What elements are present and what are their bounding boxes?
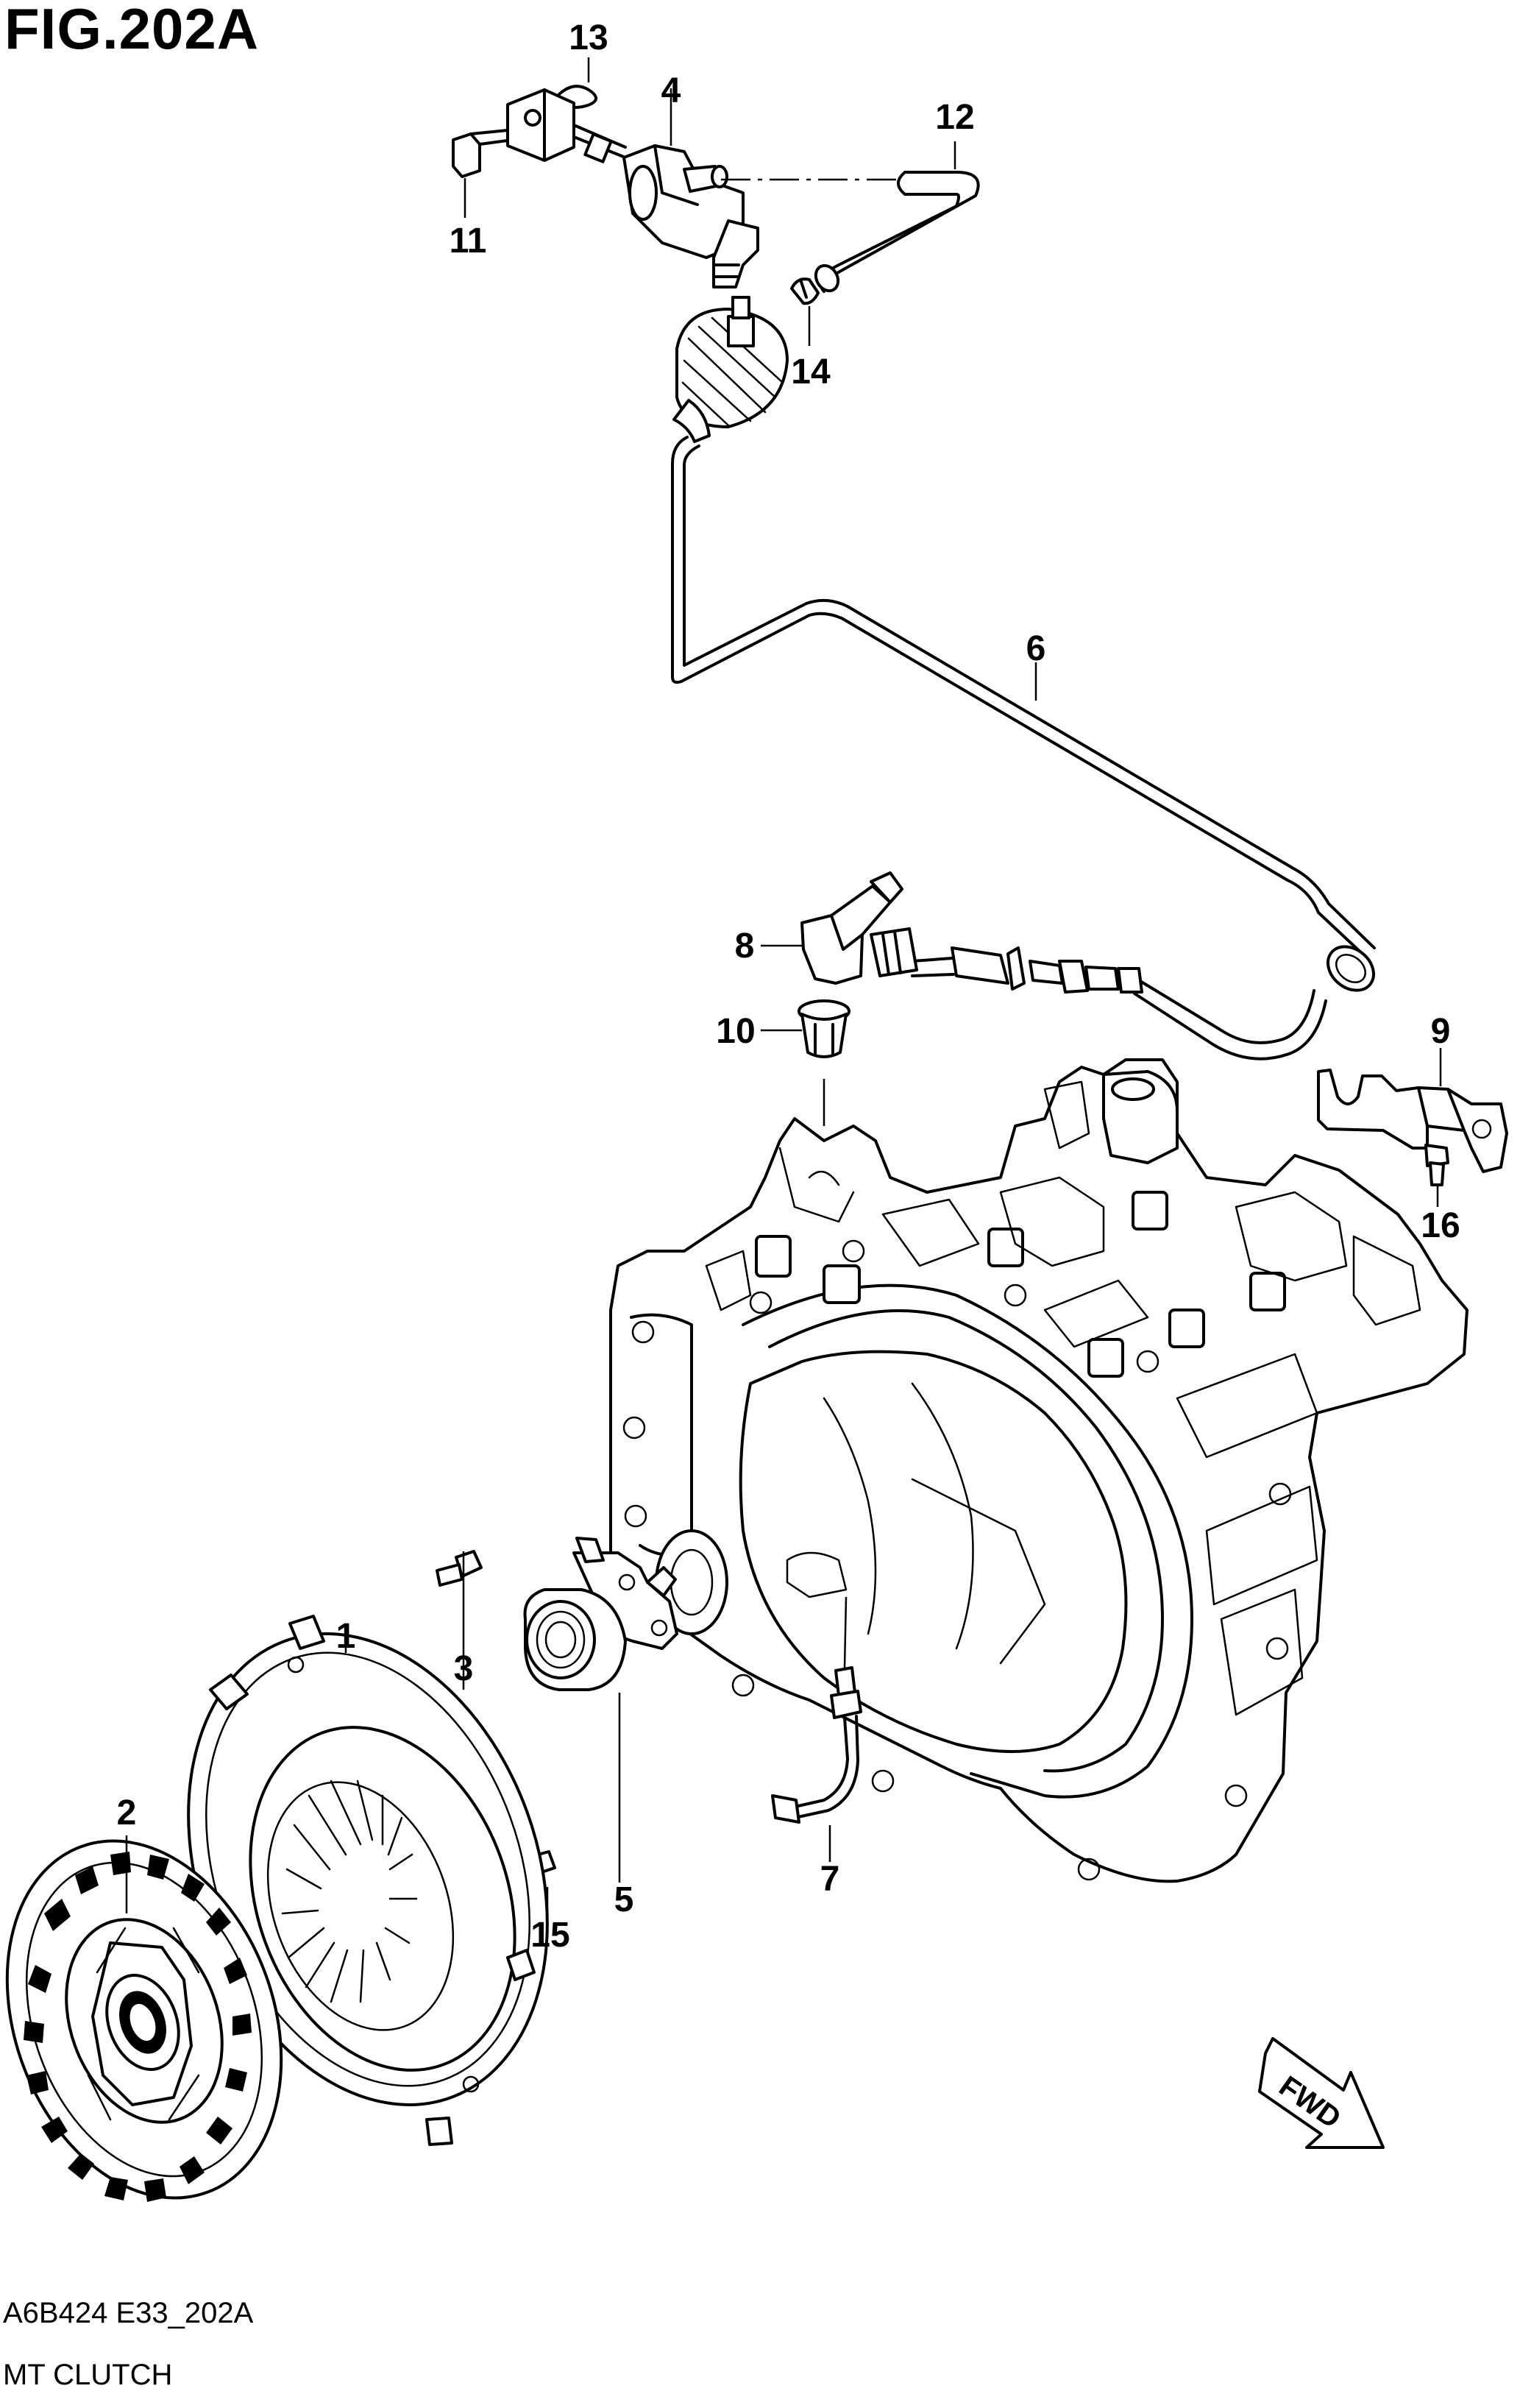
part-14-clamp xyxy=(790,277,820,346)
part-11-pin xyxy=(452,128,525,218)
callout-4: 4 xyxy=(661,71,681,110)
part-8-elbow xyxy=(761,871,918,985)
part-3-bolt xyxy=(436,1550,483,1690)
part-12-hose xyxy=(814,141,980,293)
callout-8: 8 xyxy=(734,927,755,966)
part-9-bracket xyxy=(1317,1048,1508,1173)
callout-16: 16 xyxy=(1421,1206,1460,1245)
callout-11: 11 xyxy=(449,222,487,261)
part-6-clutch-pipe xyxy=(671,436,1376,1060)
figure-name: MT CLUTCH xyxy=(3,2359,173,2391)
figure-code: A6B424 E33_202A xyxy=(3,2297,254,2329)
callout-12: 12 xyxy=(935,98,975,137)
part-7-bleeder-pipe xyxy=(771,1596,862,1862)
figure-title: FIG.202A xyxy=(4,0,260,61)
callout-2: 2 xyxy=(116,1793,137,1832)
callout-10: 10 xyxy=(716,1012,756,1051)
part-5-release-bearing xyxy=(523,1537,678,1883)
callout-6: 6 xyxy=(1026,629,1046,668)
damper-body xyxy=(672,296,789,443)
callout-14: 14 xyxy=(791,353,831,392)
transmission-case xyxy=(609,1058,1468,1883)
part-4-master-cylinder xyxy=(506,88,759,288)
callout-7: 7 xyxy=(820,1860,840,1899)
part-16-bolt xyxy=(1424,1144,1449,1207)
callout-1: 1 xyxy=(335,1617,356,1656)
fwd-arrow-icon: FWD xyxy=(1258,2037,1385,2149)
callout-13: 13 xyxy=(569,18,608,57)
callout-5: 5 xyxy=(614,1880,634,1919)
part-1-clutch-cover xyxy=(187,1615,549,2146)
callout-9: 9 xyxy=(1430,1012,1451,1051)
callout-15: 15 xyxy=(530,1916,570,1955)
part-10-bushing xyxy=(761,999,850,1126)
part-2-clutch-disc xyxy=(5,1835,283,2202)
callout-3: 3 xyxy=(453,1649,474,1688)
